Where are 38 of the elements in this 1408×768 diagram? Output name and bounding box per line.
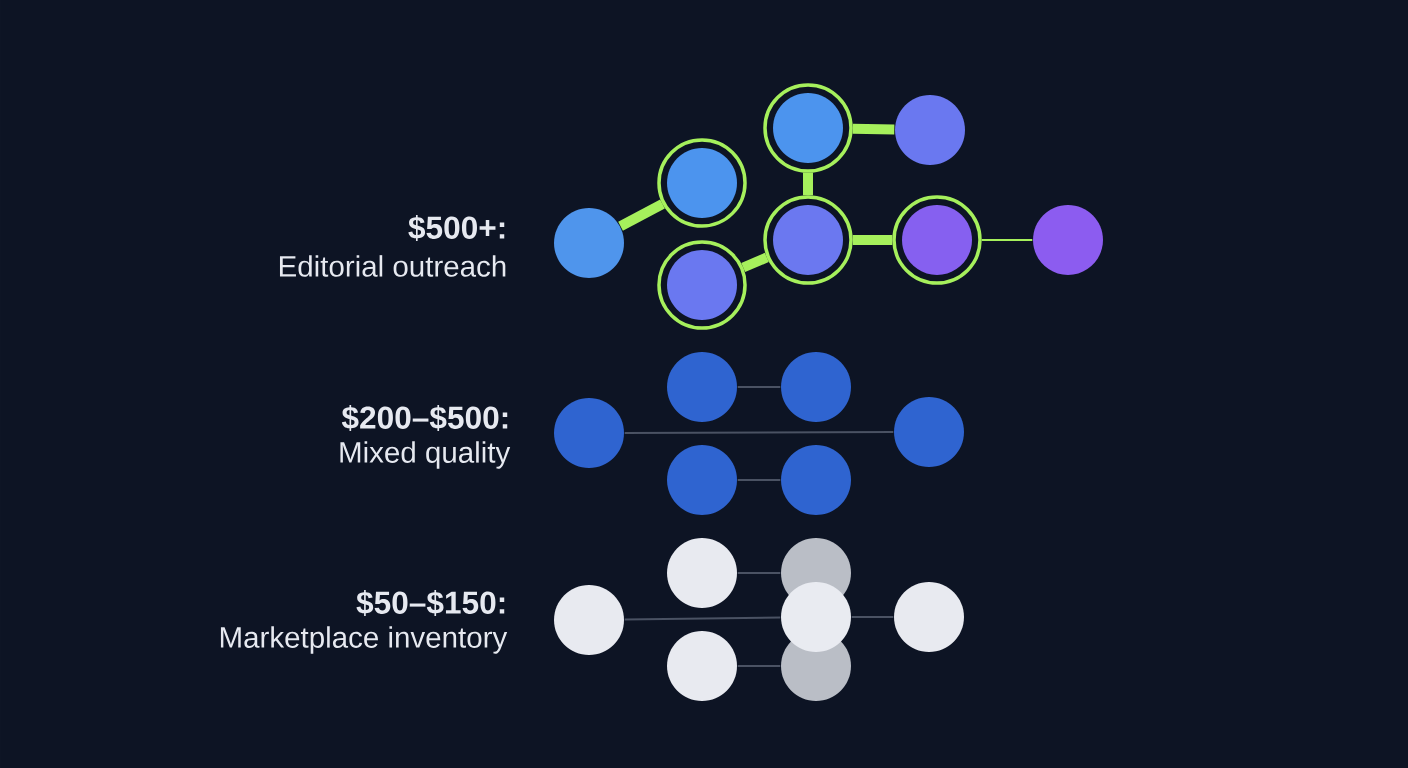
connector-line [623,616,782,621]
circle-node [781,352,851,422]
ringed-circle-node [892,195,982,285]
circle-node [554,398,624,468]
tier-price: $500+: [408,215,505,241]
connector-line [618,199,665,231]
circle-node [781,445,851,515]
circle-node [667,352,737,422]
circle-node-overlay [781,582,851,652]
ringed-circle-node [763,83,853,173]
ringed-circle-node [763,195,853,285]
connector-line [736,665,782,667]
circle-node [554,585,624,655]
circle-node [1033,205,1103,275]
connector-line [736,479,782,481]
circle-node [895,95,965,165]
connector-line [623,431,895,434]
ringed-circle-node [657,138,747,228]
tier-price: $50–$150: [356,590,505,616]
tier-description: Marketplace inventory [220,626,508,654]
connector-line [850,616,895,618]
tier-price: $200–$500: [341,405,508,431]
connector-line [980,239,1034,241]
circle-node [554,208,624,278]
circle-node [667,445,737,515]
connector-line [852,235,893,245]
tier-description: Editorial outreach [280,255,506,277]
circle-node [667,631,737,701]
connector-line [852,123,895,135]
connector-line [736,572,782,574]
connector-line [803,172,813,196]
circle-node [894,582,964,652]
ringed-circle-node [657,240,747,330]
connector-line [736,386,782,388]
connector-line [741,252,769,273]
circle-node [894,397,964,467]
circle-node [667,538,737,608]
tier-description: Mixed quality [340,441,511,469]
